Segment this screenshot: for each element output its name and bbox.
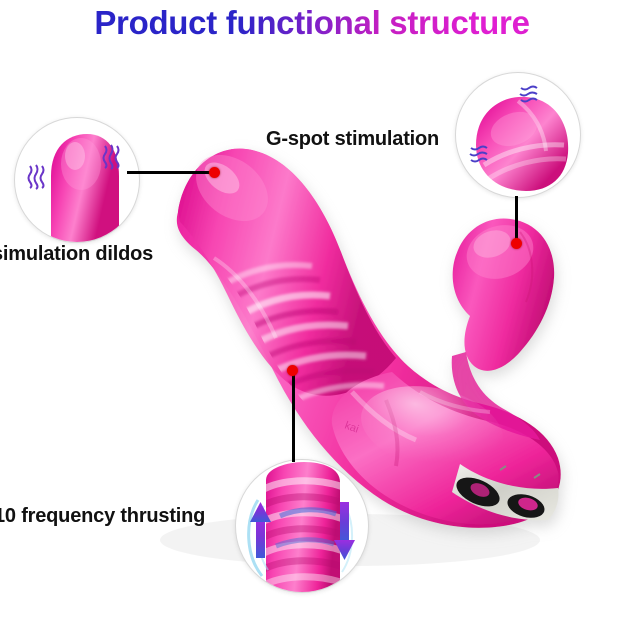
page-title: Product functional structure [0, 4, 624, 42]
control-panel [452, 464, 559, 521]
callout-circle-thrust [235, 459, 369, 593]
leader-line-tip [127, 171, 219, 174]
control-button [507, 494, 545, 518]
product-base [331, 372, 559, 525]
magnified-gspot-graphic [476, 96, 569, 191]
control-button [456, 477, 500, 507]
callout-circle-gspot [455, 72, 581, 198]
vibration-waves-icon [519, 85, 538, 103]
vibration-waves-icon [27, 164, 45, 190]
product-body [176, 148, 561, 528]
label-10-frequency-thrusting: 10 frequency thrusting [0, 505, 206, 527]
vibration-waves-icon [102, 144, 120, 170]
magnified-tip-graphic [51, 134, 119, 242]
arrow-up-icon [250, 502, 271, 558]
gspot-arm [452, 218, 555, 371]
leader-line-gspot [515, 196, 518, 246]
magnified-thrust-graphic [247, 462, 355, 592]
product-shaft [178, 148, 396, 396]
thrust-marker-dot [287, 365, 298, 376]
callout-circle-tip [14, 117, 140, 243]
label-gspot-stimulation: G-spot stimulation [266, 128, 440, 150]
gspot-marker-dot [511, 238, 522, 249]
tip-marker-dot [209, 167, 220, 178]
vibration-waves-icon [469, 145, 488, 163]
arrow-down-icon [334, 502, 355, 560]
ribbed-section [216, 261, 385, 411]
label-simulation-dildos: simulation dildos [0, 243, 154, 265]
leader-line-thrust [292, 372, 295, 462]
svg-text:kai: kai [343, 420, 360, 436]
